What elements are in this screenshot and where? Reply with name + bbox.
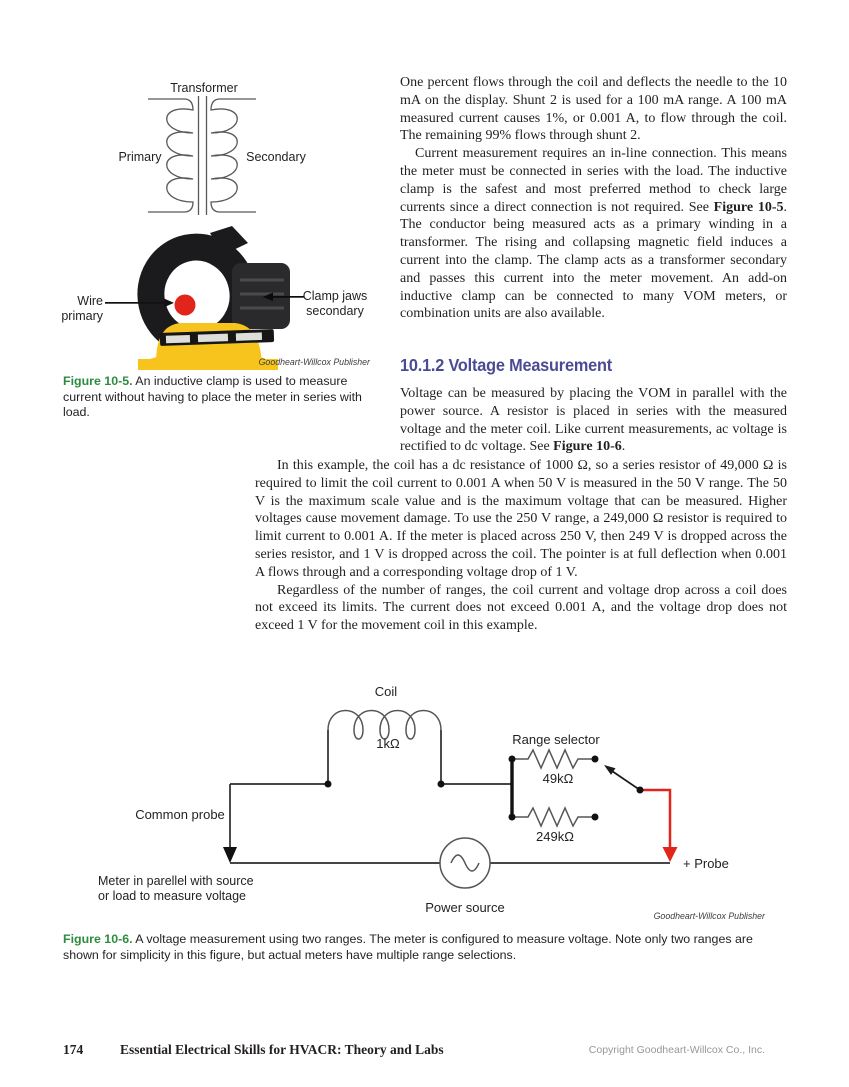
transformer-windings-icon [148,96,256,215]
right-column-text: One percent flows through the coil and d… [400,74,787,323]
coil-value-label: 1kΩ [376,736,400,751]
clamp-jaw-block [232,263,290,329]
resistor-49k-label: 49kΩ [543,771,574,786]
common-probe-label: Common probe [135,807,225,822]
resistor-49k-icon [512,748,593,770]
common-probe-arrow-icon [223,847,237,863]
paragraph-voltage: Voltage can be measured by placing the V… [400,386,787,455]
voltage-paragraph-block: Voltage can be measured by placing the V… [400,385,787,456]
wire-dot-icon [174,294,196,316]
voltage-measurement-circuit-diagram: Coil 1kΩ Range selector 49kΩ 249kΩ Commo… [98,684,729,915]
figure-10-6-caption-label: Figure 10-6. [63,932,133,946]
meter-note-line-1: Meter in parellel with source [98,874,254,888]
selector-switch-icon [604,765,641,791]
wire-primary-arrow-icon [105,298,174,308]
figure-10-5-caption-label: Figure 10-5. [63,374,133,388]
primary-winding-label: Primary [118,150,162,164]
power-source-icon [439,837,491,889]
copyright-notice: Copyright Goodheart-Willcox Co., Inc. [588,1044,765,1056]
inductive-clamp-photo [105,226,304,370]
main-text-block: In this example, the coil has a dc resis… [255,457,787,635]
plus-probe-wire [640,788,678,862]
secondary-winding-label: Secondary [246,150,307,164]
paragraph-one-percent: One percent flows through the coil and d… [400,75,787,144]
paragraph-regardless: Regardless of the number of ranges, the … [255,582,787,634]
paragraph-example: In this example, the coil has a dc resis… [255,458,787,580]
figure-10-5-credit: Goodheart-Willcox Publisher [258,357,370,367]
meter-body [138,323,278,370]
wire-primary-label: Wire primary [61,294,103,323]
junction-dots [324,755,644,821]
transformer-diagram: Transformer Primary Secondary [118,81,307,215]
circuit-wires [229,730,670,864]
plus-probe-label: + Probe [683,856,729,871]
resistor-249k-label: 249kΩ [536,829,574,844]
paragraph-current-measurement: Current measurement requires an in-line … [400,146,787,322]
range-selector-label: Range selector [512,732,600,747]
section-heading-voltage-measurement: 10.1.2 Voltage Measurement [400,355,612,375]
rating-label-strip [159,329,275,346]
figure-10-6-caption: Figure 10-6. A voltage measurement using… [63,932,787,963]
book-title: Essential Electrical Skills for HVACR: T… [120,1042,444,1057]
transformer-core-icon [197,96,208,215]
clamp-jaws-label: Clamp jaws secondary [302,289,368,318]
figure-10-6-reference: Figure 10-6 [553,439,622,455]
clamp-jaws-arrow-icon [263,292,304,302]
figure-10-6-caption-text: A voltage measurement using two ranges. … [63,932,753,962]
figure-10-5-caption-text: An inductive clamp is used to measure cu… [63,374,362,420]
figure-10-5-caption: Figure 10-5. An inductive clamp is used … [63,374,381,421]
transformer-title-label: Transformer [170,81,238,95]
figure-10-5-reference: Figure 10-5 [713,199,784,215]
page-number: 174 [63,1042,84,1057]
figure-10-6-credit: Goodheart-Willcox Publisher [653,911,765,921]
annotation-arrows [105,292,304,308]
resistor-249k-icon [512,806,593,828]
clamp-latch [210,226,248,255]
meter-note-line-2: or load to measure voltage [98,889,246,903]
coil-inductor-icon [327,709,442,740]
coil-label: Coil [375,684,398,699]
power-source-label: Power source [425,900,504,915]
